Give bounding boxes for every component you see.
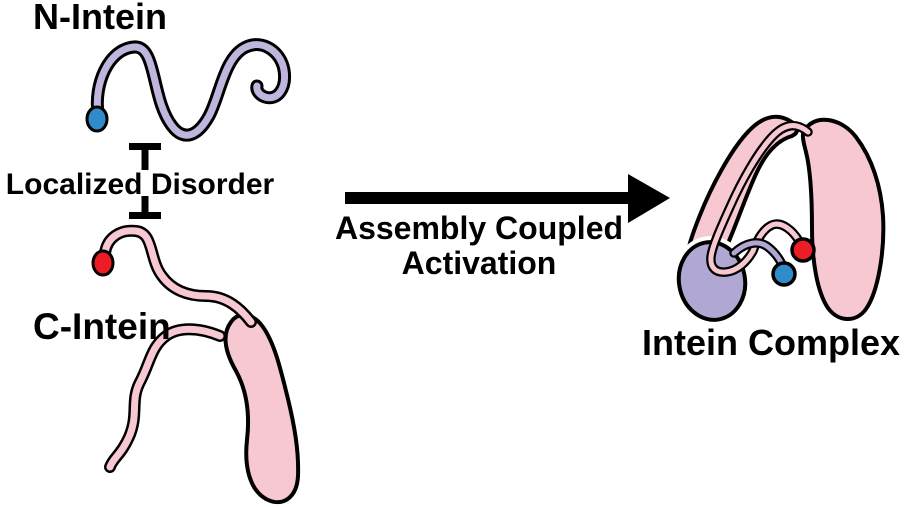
- complex-blue-dot: [771, 261, 797, 287]
- c-terminus-red-dot: [91, 249, 115, 277]
- complex-purple-domain: [672, 236, 752, 326]
- inhibitor-tbar-up-icon: [129, 143, 161, 170]
- complex-right-lobe: [800, 117, 886, 321]
- n-terminus-blue-dot: [85, 105, 109, 133]
- intein-complex-label: Intein Complex: [642, 322, 900, 363]
- c-intein-disordered-strand: [99, 224, 257, 328]
- purple-domain-body: [676, 240, 748, 322]
- c-intein-tail-strand: [104, 323, 226, 473]
- arrow-caption-line2: Activation: [402, 245, 557, 281]
- complex-c-strand-core: [708, 123, 811, 275]
- c-intein-tail-core: [106, 325, 224, 471]
- complex-red-dot: [790, 237, 816, 263]
- reaction-arrow-icon: [345, 174, 670, 223]
- n-intein-label: N-Intein: [33, 0, 167, 37]
- c-intein-label: C-Intein: [33, 306, 171, 347]
- n-intein-strand: [90, 38, 292, 142]
- n-intein-strand-core: [93, 41, 289, 139]
- localized-disorder-label: Localized Disorder: [6, 168, 275, 201]
- complex-c-strand: [706, 121, 813, 277]
- c-intein-folded-body: [223, 313, 301, 505]
- c-intein-strand-core: [101, 227, 255, 326]
- inhibitor-tbar-down-icon: [129, 196, 161, 219]
- arrow-caption-line1: Assembly Coupled: [335, 210, 623, 246]
